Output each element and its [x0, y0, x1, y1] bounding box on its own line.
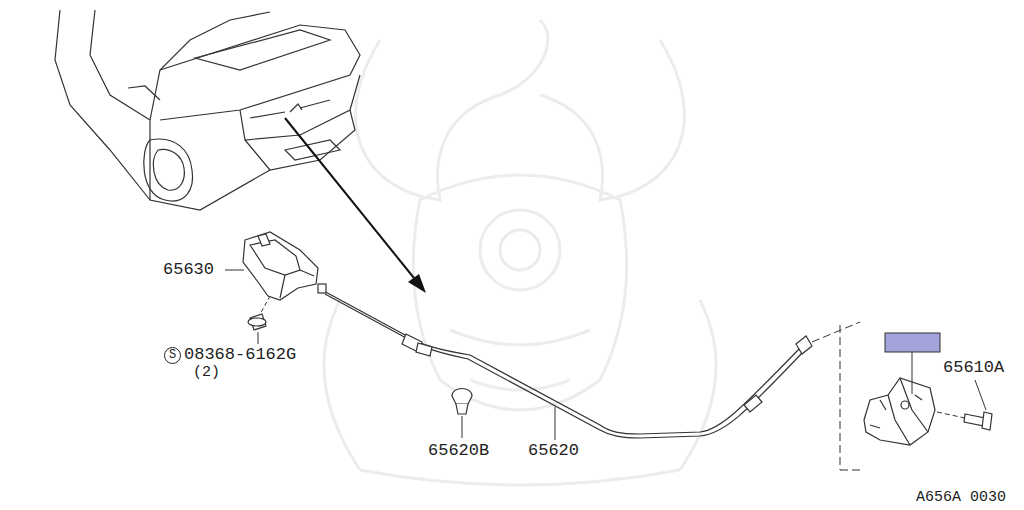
bolt [964, 412, 992, 430]
watermark [324, 20, 716, 485]
release-cable [318, 284, 812, 438]
cable-clip [452, 389, 472, 415]
leader-line [258, 332, 259, 344]
release-handle [243, 232, 318, 300]
hood-lock [864, 378, 935, 445]
leader-line [225, 270, 244, 271]
dash-line [812, 322, 860, 342]
screw [248, 314, 266, 330]
callout-number: 65620 [528, 442, 579, 460]
part-number: 08368-6162G [184, 346, 296, 364]
arrow-head [408, 274, 426, 293]
diagram-code: A656A 0030 [916, 489, 1006, 507]
blank-label [885, 333, 940, 352]
leader-line [912, 352, 913, 394]
leader-line [975, 380, 986, 410]
callout-number: 65610A [943, 359, 1004, 377]
callout-number: 65620B [428, 442, 489, 460]
dash-line [937, 412, 965, 418]
leader-line [555, 407, 556, 440]
leader-line [462, 416, 463, 438]
dash-line [840, 325, 860, 470]
quantity: (2) [193, 364, 220, 382]
vehicle-outline [55, 10, 360, 210]
standard-part-mark: S [164, 347, 181, 364]
callout-number: 65630 [163, 261, 214, 279]
